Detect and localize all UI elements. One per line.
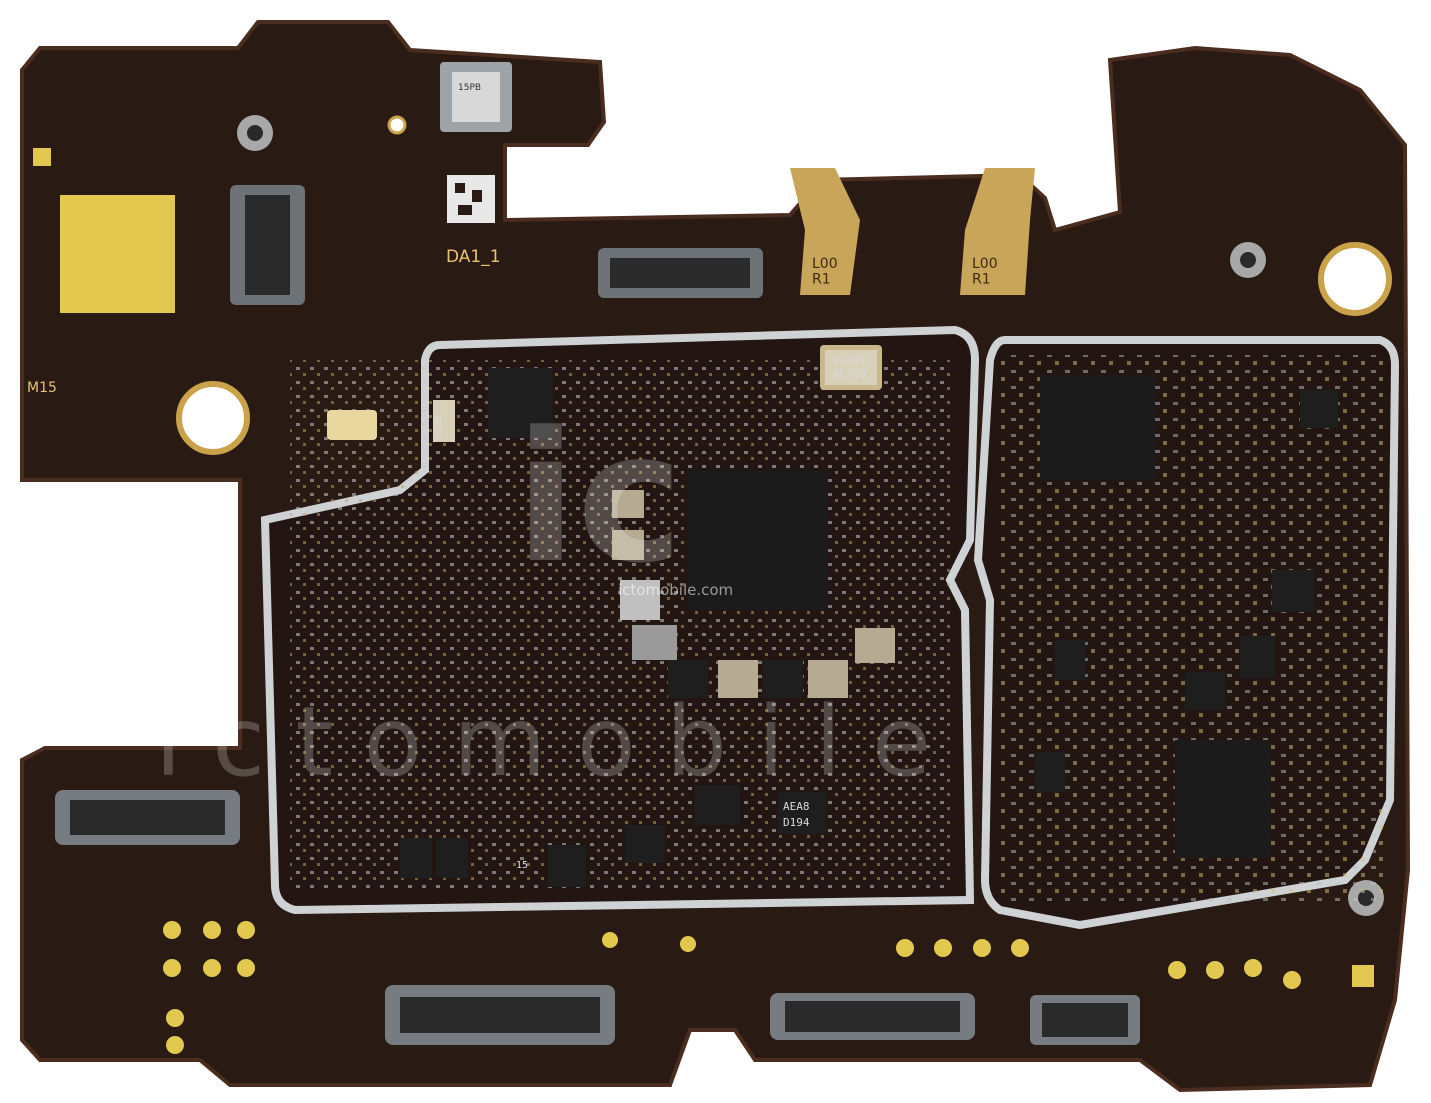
watermark-logo: ic xyxy=(515,394,683,603)
soc-chip xyxy=(688,470,828,610)
watermark-large: i c t o m o b i l e xyxy=(155,686,931,798)
silkscreen-code-label: DA1_1 xyxy=(446,247,501,267)
mounting-hole-right xyxy=(1318,242,1392,316)
gold-pad-large xyxy=(60,195,175,313)
mounting-hole-left xyxy=(176,381,250,455)
crystal-sub-marking: AL7U0 xyxy=(833,368,866,381)
crystal-marking: Y1420 xyxy=(833,354,866,367)
watermark-small: ictomobile.com xyxy=(618,581,733,599)
sensor-marking: 15PB xyxy=(458,83,481,93)
ic-marking-1: AEA8 xyxy=(783,800,810,813)
resistor-marking: R22B xyxy=(434,416,444,438)
silkscreen-board-label: M15 xyxy=(27,380,57,396)
test-pads xyxy=(163,921,1374,1054)
ic-marking-2: D194 xyxy=(783,816,810,829)
small-part-marking: 15 xyxy=(516,860,528,871)
